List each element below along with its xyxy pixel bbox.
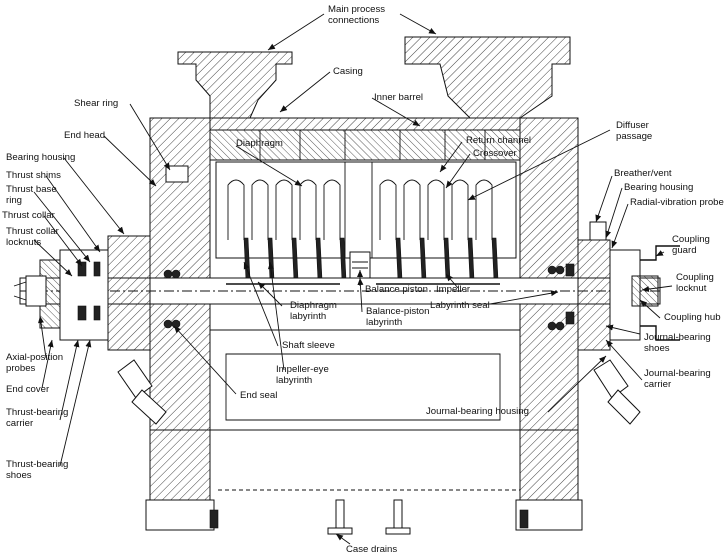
label-line: labyrinth: [290, 311, 326, 322]
label-return-channel: Return channel: [466, 135, 531, 146]
label-line: ring: [6, 195, 22, 206]
label-line: Impeller: [436, 284, 471, 295]
label-line: Balance-piston: [366, 306, 429, 317]
label-line: carrier: [644, 379, 672, 390]
label-shear-ring: Shear ring: [74, 98, 118, 109]
label-thrust-collar: Thrust collar: [2, 210, 56, 221]
label-radial-vibration-probe: Radial-vibration probe: [630, 197, 724, 208]
label-line: Crossover: [473, 148, 518, 159]
label-line: Thrust-bearing: [6, 459, 68, 470]
label-line: guard: [672, 245, 697, 256]
label-line: Radial-vibration probe: [630, 197, 724, 208]
label-shaft-sleeve: Shaft sleeve: [282, 340, 335, 351]
label-inner-barrel: Inner barrel: [374, 92, 423, 103]
right-bearing-assembly: [547, 221, 680, 425]
label-line: Diaphragm: [290, 300, 337, 311]
label-case-drains: Case drains: [346, 544, 397, 555]
label-journal-bearing-housing: Journal-bearing housing: [426, 406, 529, 417]
left-bearing-assembly: [13, 165, 189, 425]
label-end-cover: End cover: [6, 384, 50, 395]
label-line: Return channel: [466, 135, 531, 146]
label-bearing-housing-left: Bearing housing: [6, 152, 75, 163]
label-line: Bearing housing: [6, 152, 75, 163]
leader-lines: [33, 13, 673, 545]
label-breather-vent: Breather/vent: [614, 168, 672, 179]
label-balance-piston: Balance piston: [365, 284, 428, 295]
casing-structure: [145, 36, 583, 535]
label-line: probes: [6, 363, 36, 374]
label-line: Balance piston: [365, 284, 428, 295]
label-line: Axial-position: [6, 352, 63, 363]
label-line: Thrust collar: [6, 226, 60, 237]
label-line: connections: [328, 15, 379, 26]
label-labyrinth-seal: Labyrinth seal: [430, 300, 490, 311]
label-line: Thrust base: [6, 184, 57, 195]
label-line: Breather/vent: [614, 168, 672, 179]
label-line: Diaphragm: [236, 138, 283, 149]
label-line: shoes: [644, 343, 670, 354]
label-line: Coupling hub: [664, 312, 721, 323]
label-line: carrier: [6, 418, 34, 429]
label-line: Thrust shims: [6, 170, 61, 181]
label-line: Bearing housing: [624, 182, 693, 193]
diaphragm-stages: [215, 161, 517, 281]
label-line: Journal-bearing: [644, 332, 711, 343]
label-line: End head: [64, 130, 105, 141]
label-line: Diffuser: [616, 120, 650, 131]
label-line: labyrinth: [276, 375, 312, 386]
label-line: Thrust-bearing: [6, 407, 68, 418]
label-line: shoes: [6, 470, 32, 481]
label-impeller: Impeller: [436, 284, 471, 295]
label-line: Labyrinth seal: [430, 300, 490, 311]
label-line: End seal: [240, 390, 277, 401]
label-line: Case drains: [346, 544, 397, 555]
label-line: Impeller-eye: [276, 364, 329, 375]
label-end-head: End head: [64, 130, 105, 141]
label-end-seal: End seal: [240, 390, 277, 401]
label-bearing-housing-right: Bearing housing: [624, 182, 693, 193]
label-casing: Casing: [333, 66, 363, 77]
label-line: Coupling: [676, 272, 714, 283]
label-line: locknut: [676, 283, 707, 294]
label-line: Casing: [333, 66, 363, 77]
label-line: Thrust collar: [2, 210, 56, 221]
label-line: labyrinth: [366, 317, 402, 328]
label-line: Coupling: [672, 234, 710, 245]
label-line: Journal-bearing housing: [426, 406, 529, 417]
label-line: passage: [616, 131, 652, 142]
label-line: Shaft sleeve: [282, 340, 335, 351]
label-line: Main process: [328, 4, 385, 15]
label-line: End cover: [6, 384, 50, 395]
label-diaphragm: Diaphragm: [236, 138, 283, 149]
label-crossover: Crossover: [473, 148, 518, 159]
label-line: Journal-bearing: [644, 368, 711, 379]
label-coupling-hub: Coupling hub: [664, 312, 721, 323]
label-line: locknuts: [6, 237, 41, 248]
label-line: Shear ring: [74, 98, 118, 109]
label-thrust-shims: Thrust shims: [6, 170, 61, 181]
label-line: Inner barrel: [374, 92, 423, 103]
